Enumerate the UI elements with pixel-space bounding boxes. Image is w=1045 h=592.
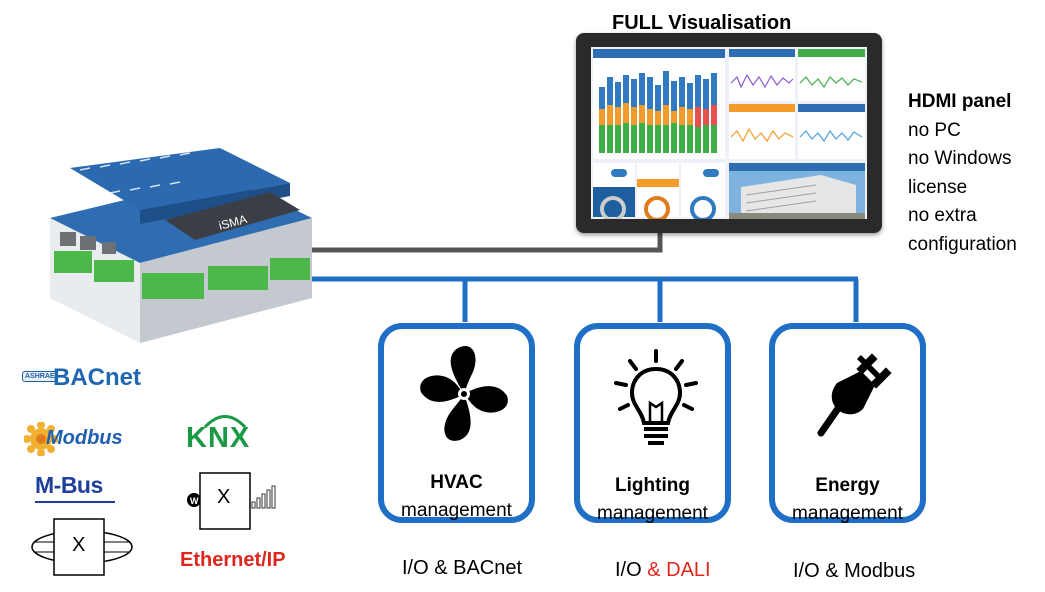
modbus-logo: Modbus: [24, 422, 144, 456]
energy-title: Energy: [815, 475, 880, 496]
controller-device: iSMA: [50, 148, 312, 343]
ashrae-badge: ASHRAE: [22, 371, 58, 382]
wireless-logo-icon: W: [187, 472, 276, 530]
mbus-logo: M-Bus: [35, 472, 125, 504]
light-bulb-icon: [614, 349, 698, 445]
hdmi-panel-heading: HDMI panel: [908, 91, 1012, 112]
svg-text:W: W: [190, 496, 199, 506]
oval-logo-icon: [31, 518, 133, 576]
stacked-bars: [599, 71, 717, 153]
energy-card: Energy management: [769, 323, 926, 524]
hvac-protocols: I/O & BACnet: [402, 557, 523, 579]
hdmi-line: no Windows: [908, 148, 1012, 169]
protocol-logo-placeholder-right: W X: [186, 470, 281, 530]
lighting-subtitle: management: [597, 503, 708, 524]
ethernet-ip-label: Ethernet/IP: [180, 549, 286, 571]
dashboard-screenshot: [591, 47, 867, 219]
hdmi-line: configuration: [908, 233, 1017, 255]
hdmi-cable: [300, 232, 663, 253]
modbus-gear-icon: [24, 422, 58, 456]
visualisation-title: FULL Visualisation: [612, 12, 792, 34]
protocol-logo-placeholder-left: X: [30, 518, 134, 576]
lighting-card: Lighting management: [574, 323, 731, 524]
fan-icon: [420, 346, 508, 441]
placeholder-left-x: X: [72, 534, 86, 556]
knx-logo: KNX: [186, 412, 266, 454]
ethernet-ports: [60, 232, 116, 254]
energy-subtitle: management: [792, 503, 903, 524]
hdmi-line: no extra: [908, 205, 977, 226]
bacnet-logo-text: BACnet: [53, 364, 141, 391]
lighting-protocols: I/O & DALI: [615, 559, 711, 581]
energy-protocols: I/O & Modbus: [793, 560, 916, 582]
bacnet-logo: ASHRAE BACnet: [22, 364, 152, 392]
hvac-subtitle: management: [401, 500, 512, 521]
tablet-display: [576, 33, 882, 233]
hvac-card: HVAC management: [378, 323, 535, 523]
hdmi-line: no PC: [908, 119, 961, 141]
modbus-logo-text: Modbus: [46, 427, 123, 449]
mbus-logo-text: M-Bus: [35, 472, 103, 498]
plug-icon: [817, 351, 892, 437]
hdmi-panel-info: HDMI panel no PC no Windows license no e…: [908, 88, 1017, 259]
placeholder-right-x: X: [217, 486, 231, 508]
knx-logo-text: KNX: [186, 422, 251, 454]
hvac-title: HVAC: [430, 472, 483, 493]
knx-arc-icon: [203, 415, 247, 428]
terminal-blocks: [54, 251, 310, 299]
lighting-title: Lighting: [615, 475, 690, 496]
hdmi-line: license: [908, 176, 968, 198]
